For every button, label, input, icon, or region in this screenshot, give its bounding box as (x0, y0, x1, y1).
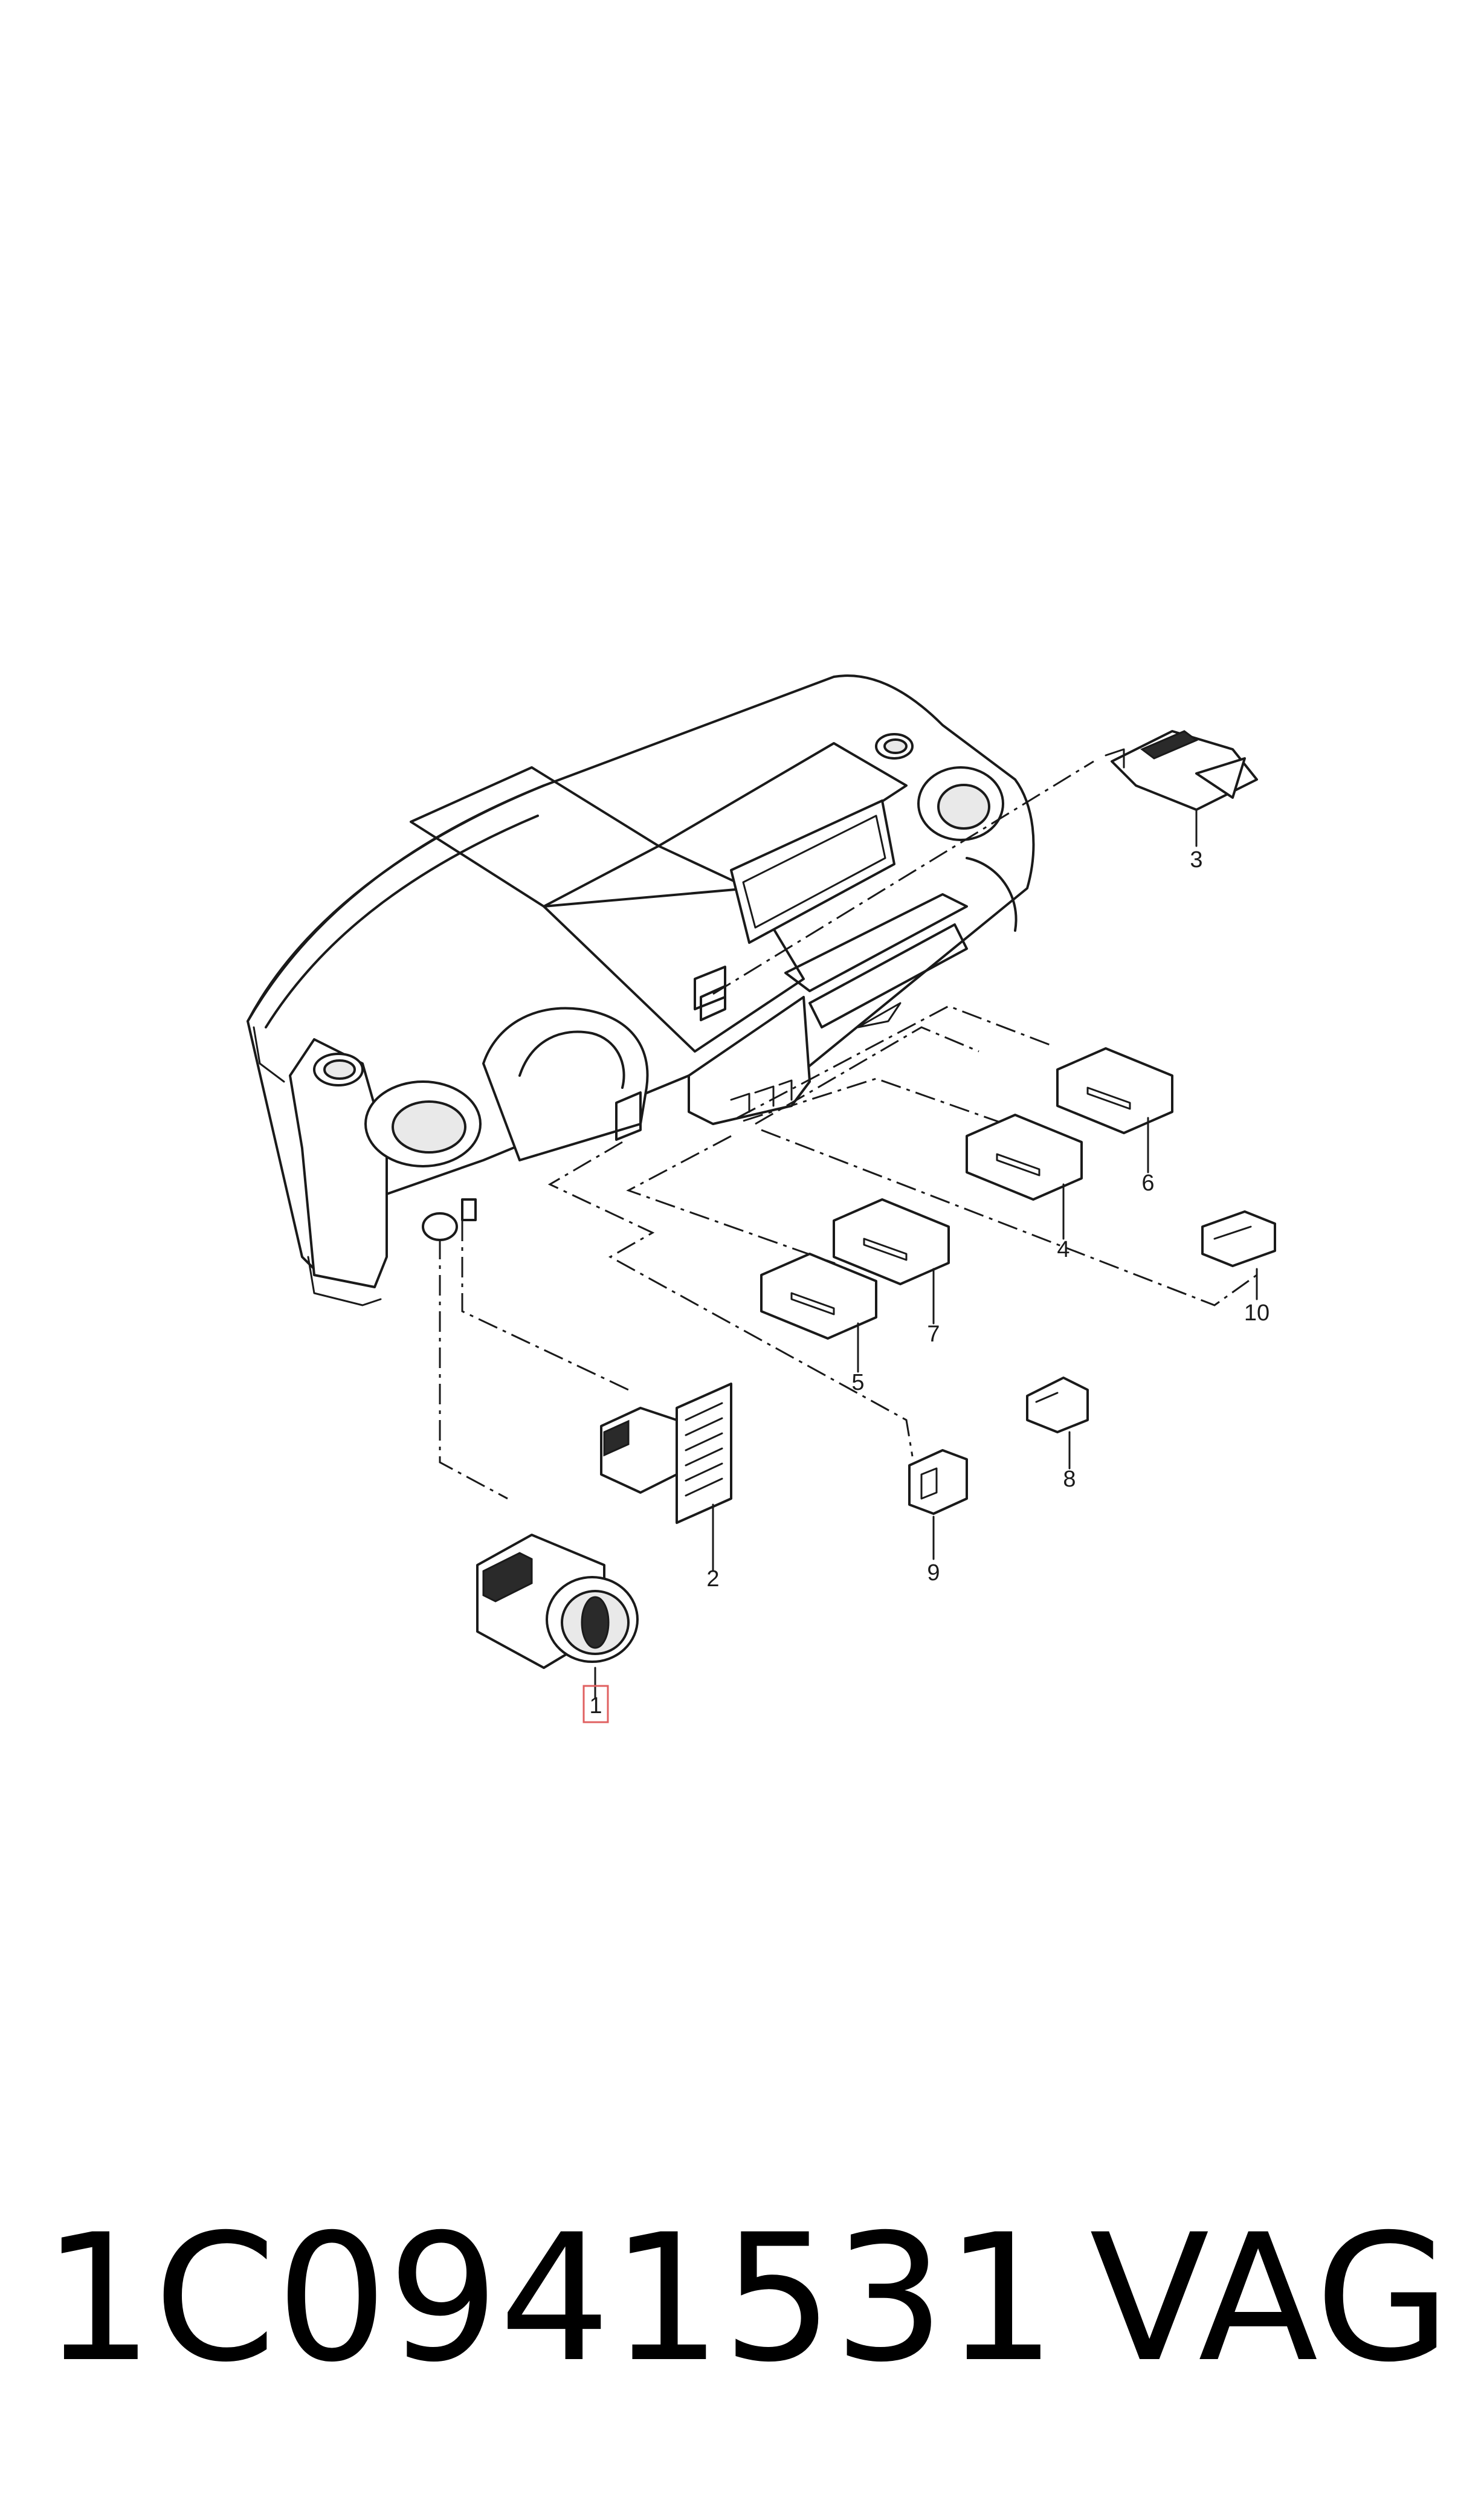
part-number: 1C0941531 (42, 2197, 1057, 2401)
callout-7[interactable]: 7 (927, 1322, 940, 1347)
callout-10[interactable]: 10 (1244, 1300, 1269, 1326)
callout-2[interactable]: 2 (706, 1566, 719, 1592)
part-5-switch[interactable] (760, 1253, 877, 1373)
callout-6[interactable]: 6 (1141, 1170, 1154, 1196)
callout-labels: 1 2 3 4 5 6 7 8 9 10 (582, 847, 1269, 1723)
part-3-hazard-switch[interactable] (1105, 730, 1258, 847)
brand-name: VAG (1089, 2197, 1451, 2401)
callout-3[interactable]: 3 (1190, 847, 1202, 873)
dashboard-illustration (247, 674, 1035, 1306)
callout-8[interactable]: 8 (1063, 1467, 1076, 1492)
part-2-switch[interactable] (600, 1383, 732, 1572)
callout-4[interactable]: 4 (1057, 1237, 1069, 1262)
part-9-switch[interactable] (908, 1449, 968, 1560)
part-10-switch[interactable] (1201, 1210, 1276, 1300)
callout-1[interactable]: 1 (589, 1693, 602, 1719)
callout-1-highlight (582, 1685, 609, 1723)
part-8-cap[interactable] (1026, 1377, 1089, 1470)
part-7-switch[interactable] (833, 1198, 950, 1325)
part-1-light-switch[interactable] (476, 1534, 639, 1699)
part-4-switch[interactable] (966, 1114, 1083, 1240)
part-6-switch[interactable] (1056, 1047, 1173, 1173)
callout-9[interactable]: 9 (927, 1560, 940, 1586)
assembly-leader-lines (439, 760, 1257, 1500)
callout-5[interactable]: 5 (851, 1370, 864, 1395)
